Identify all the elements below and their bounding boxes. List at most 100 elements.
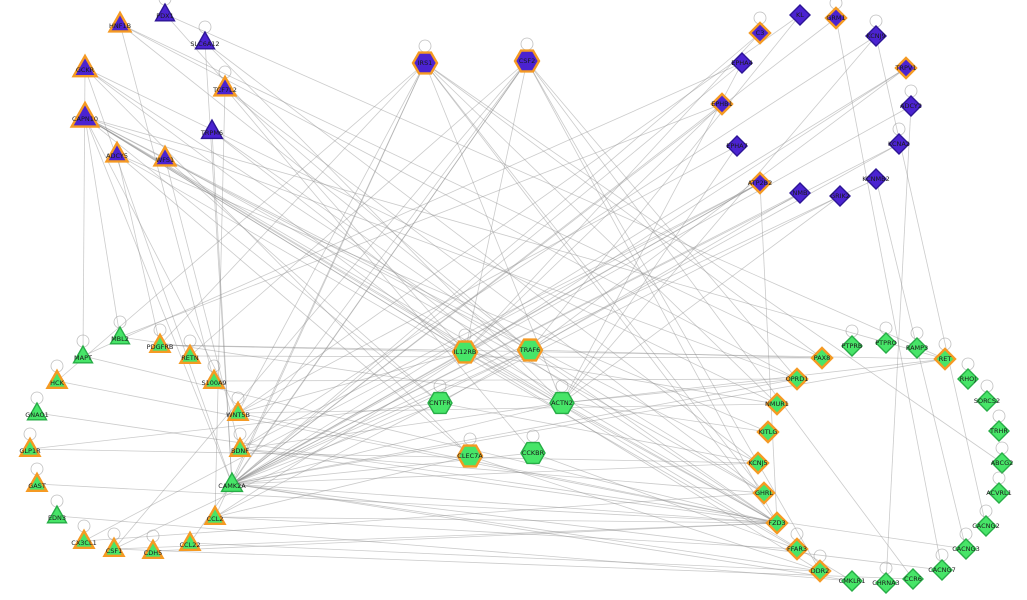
graph-node-ccr6[interactable]: CCR6: [902, 568, 924, 590]
triangle-node-shape[interactable]: [212, 74, 238, 97]
graph-node-gast[interactable]: GAST: [25, 462, 49, 492]
diamond-node-shape[interactable]: [785, 537, 809, 561]
diamond-node-shape[interactable]: [841, 570, 863, 592]
graph-node-cckbr[interactable]: CCKBR: [520, 429, 546, 465]
diamond-node-shape[interactable]: [765, 392, 789, 416]
graph-node-gckr[interactable]: GCKR: [71, 53, 99, 78]
graph-node-trpm6[interactable]: TRPM6: [200, 118, 224, 140]
diamond-node-shape[interactable]: [933, 347, 957, 371]
triangle-node-shape[interactable]: [69, 100, 101, 128]
graph-node-cacng2[interactable]: CACNG2: [972, 504, 1000, 537]
graph-node-hnf1b[interactable]: HNF1B: [107, 10, 133, 33]
diamond-node-shape[interactable]: [906, 337, 928, 359]
triangle-node-shape[interactable]: [228, 436, 252, 457]
graph-node-csf2[interactable]: CSF2: [513, 37, 541, 73]
graph-node-sorcs2[interactable]: SORCS2: [974, 379, 1000, 412]
graph-node-gnao1[interactable]: GNAO1: [25, 391, 49, 421]
graph-node-retn[interactable]: RETN: [178, 334, 202, 364]
graph-node-pax8[interactable]: PAX8: [810, 346, 834, 370]
diamond-node-shape[interactable]: [900, 95, 922, 117]
graph-node-mbl2[interactable]: MBL2: [109, 315, 131, 345]
graph-node-slc6a12[interactable]: SLC6A12: [190, 20, 220, 50]
graph-node-acvrl1[interactable]: ACVRL1: [986, 471, 1012, 504]
diamond-node-shape[interactable]: [726, 135, 748, 157]
diamond-node-shape[interactable]: [875, 572, 897, 594]
graph-node-kitlg[interactable]: KITLG: [756, 420, 780, 444]
diamond-node-shape[interactable]: [789, 182, 811, 204]
diamond-node-shape[interactable]: [894, 56, 918, 80]
diamond-node-shape[interactable]: [756, 420, 780, 444]
graph-node-epha7[interactable]: EPHA7: [726, 135, 748, 157]
diamond-node-shape[interactable]: [765, 511, 789, 535]
diamond-node-shape[interactable]: [902, 568, 924, 590]
graph-node-csf1[interactable]: CSF1: [102, 527, 126, 557]
triangle-node-shape[interactable]: [72, 528, 96, 549]
diamond-node-shape[interactable]: [888, 133, 910, 155]
diamond-node-shape[interactable]: [748, 171, 772, 195]
diamond-node-shape[interactable]: [988, 420, 1010, 442]
graph-node-kcnmb2[interactable]: KCNMB2: [862, 168, 890, 190]
diamond-node-shape[interactable]: [841, 335, 863, 357]
hexagon-node-shape[interactable]: [456, 444, 484, 468]
diamond-node-shape[interactable]: [829, 185, 851, 207]
graph-node-glp1r[interactable]: GLP1R: [18, 427, 42, 457]
graph-node-edn3[interactable]: EDN3: [46, 494, 68, 524]
graph-node-rhoj[interactable]: RHOJ: [957, 357, 979, 390]
graph-node-nmb[interactable]: NMB: [789, 182, 811, 204]
triangle-node-shape[interactable]: [178, 343, 202, 364]
hexagon-node-shape[interactable]: [411, 51, 439, 75]
graph-node-epha4[interactable]: EPHA4: [731, 52, 753, 74]
diamond-node-shape[interactable]: [975, 515, 997, 537]
diamond-node-shape[interactable]: [752, 481, 776, 505]
diamond-node-shape[interactable]: [731, 52, 753, 74]
diamond-node-shape[interactable]: [789, 4, 811, 26]
triangle-node-shape[interactable]: [102, 536, 126, 557]
triangle-node-shape[interactable]: [46, 504, 68, 524]
hexagon-node-shape[interactable]: [520, 441, 546, 465]
graph-node-capn10[interactable]: CAPN10: [69, 100, 101, 128]
triangle-node-shape[interactable]: [141, 538, 165, 559]
diamond-node-shape[interactable]: [810, 346, 834, 370]
diamond-node-shape[interactable]: [931, 559, 953, 581]
graph-node-irs1[interactable]: IRS1: [411, 39, 439, 75]
diamond-node-shape[interactable]: [988, 482, 1010, 504]
graph-node-cx3cl1[interactable]: CX3CL1: [71, 519, 97, 549]
hexagon-node-shape[interactable]: [513, 49, 541, 73]
diamond-node-shape[interactable]: [991, 452, 1013, 474]
triangle-node-shape[interactable]: [104, 140, 130, 163]
triangle-node-shape[interactable]: [226, 400, 250, 421]
graph-node-adcy2[interactable]: ADCY2: [900, 84, 922, 117]
triangle-node-shape[interactable]: [18, 436, 42, 457]
graph-node-kl[interactable]: KL: [789, 4, 811, 26]
graph-node-trhr[interactable]: TRHR: [988, 409, 1010, 442]
triangle-node-shape[interactable]: [26, 401, 48, 421]
graph-node-trpv1[interactable]: TRPV1: [894, 56, 918, 80]
triangle-node-shape[interactable]: [200, 118, 224, 140]
graph-node-hck[interactable]: HCK: [45, 359, 69, 389]
graph-node-ccl22[interactable]: CCL22: [178, 530, 202, 551]
triangle-node-shape[interactable]: [203, 504, 227, 525]
diamond-node-shape[interactable]: [957, 368, 979, 390]
triangle-node-shape[interactable]: [152, 144, 178, 167]
graph-node-nmur1[interactable]: NMUR1: [765, 392, 789, 416]
diamond-node-shape[interactable]: [976, 390, 998, 412]
diamond-node-shape[interactable]: [955, 538, 977, 560]
triangle-node-shape[interactable]: [178, 530, 202, 551]
hexagon-node-shape[interactable]: [516, 338, 544, 362]
graph-node-pdx1[interactable]: PDX1: [154, 0, 176, 22]
triangle-node-shape[interactable]: [45, 368, 69, 389]
diamond-node-shape[interactable]: [865, 25, 887, 47]
graph-node-kcna2[interactable]: KCNA2: [888, 122, 910, 155]
graph-node-fzd3[interactable]: FZD3: [765, 511, 789, 535]
graph-node-cacng7[interactable]: CACNG7: [928, 548, 956, 581]
diamond-node-shape[interactable]: [746, 451, 770, 475]
diamond-node-shape[interactable]: [808, 559, 832, 583]
graph-node-kcnj9[interactable]: KCNJ9: [865, 14, 887, 47]
triangle-node-shape[interactable]: [72, 344, 94, 364]
hexagon-node-shape[interactable]: [427, 391, 453, 415]
graph-node-cmklr1[interactable]: CMKLR1: [839, 570, 866, 592]
diamond-node-shape[interactable]: [785, 367, 809, 391]
graph-node-adcy5[interactable]: ADCY5: [104, 140, 130, 163]
